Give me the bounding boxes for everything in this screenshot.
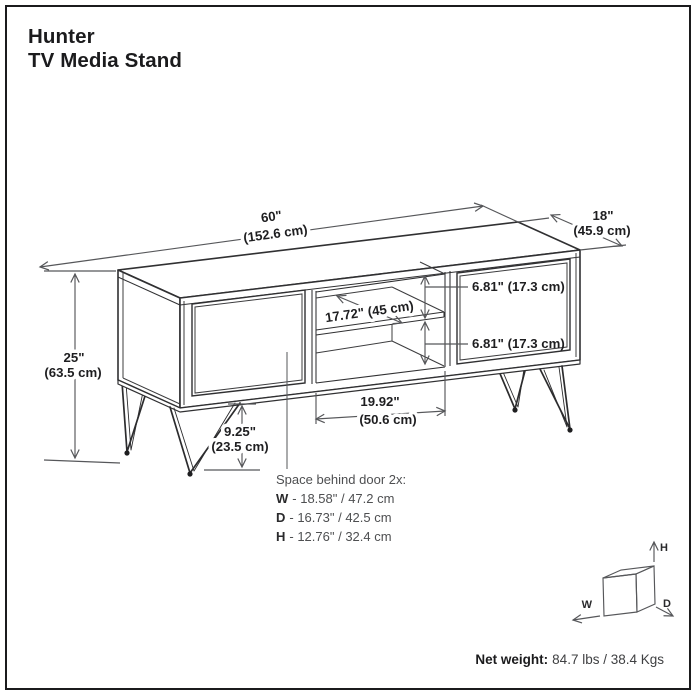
hairpin-leg-front-right xyxy=(539,365,571,430)
dim-leg-in: 9.25" xyxy=(224,424,256,439)
dim-width-in: 60" xyxy=(260,208,283,226)
space-behind-title: Space behind door 2x: xyxy=(276,472,406,487)
dim-height-in: 25" xyxy=(64,350,85,365)
product-title: Hunter TV Media Stand xyxy=(28,25,182,73)
dim-opening-cm: (50.6 cm) xyxy=(359,412,416,427)
axis-cube-icon: H W D xyxy=(571,540,675,624)
axis-label-d: D xyxy=(663,598,671,610)
hairpin-leg-front-left xyxy=(169,402,241,474)
cubby-interior xyxy=(315,261,446,367)
leg-feet xyxy=(124,407,573,477)
dim-opening-in: 19.92" xyxy=(360,394,399,409)
dim-cubby-top: 6.81" (17.3 cm) xyxy=(472,279,565,294)
product-name: Hunter xyxy=(28,25,95,48)
dim-width-cm: (152.6 cm) xyxy=(242,222,308,246)
bottom-slab-edge xyxy=(117,359,581,413)
axis-label-h: H xyxy=(660,542,668,554)
dim-cubby-bottom: 6.81" (17.3 cm) xyxy=(472,336,565,351)
net-weight-label: Net weight: xyxy=(475,652,549,667)
right-door xyxy=(456,258,571,365)
page-border xyxy=(5,5,691,690)
space-behind-door-note: Space behind door 2x: W- 18.58" / 47.2 c… xyxy=(276,472,406,544)
dim-height-cm: (63.5 cm) xyxy=(44,365,101,380)
dim-depth-in: 18" xyxy=(593,208,614,223)
space-behind-row-h: H- 12.76" / 32.4 cm xyxy=(276,529,392,544)
axis-label-w: W xyxy=(582,599,593,611)
net-weight: Net weight:84.7 lbs / 38.4 Kgs xyxy=(475,652,664,667)
space-behind-row-w: W- 18.58" / 47.2 cm xyxy=(276,491,394,506)
left-door xyxy=(191,289,306,397)
net-weight-value: 84.7 lbs / 38.4 Kgs xyxy=(552,652,664,667)
dimension-lines xyxy=(38,202,627,471)
product-type: TV Media Stand xyxy=(28,49,183,72)
dim-depth-cm: (45.9 cm) xyxy=(573,223,630,238)
hairpin-leg-back-left xyxy=(121,381,147,453)
dim-leg-cm: (23.5 cm) xyxy=(211,439,268,454)
space-behind-row-d: D- 16.73" / 42.5 cm xyxy=(276,510,392,525)
